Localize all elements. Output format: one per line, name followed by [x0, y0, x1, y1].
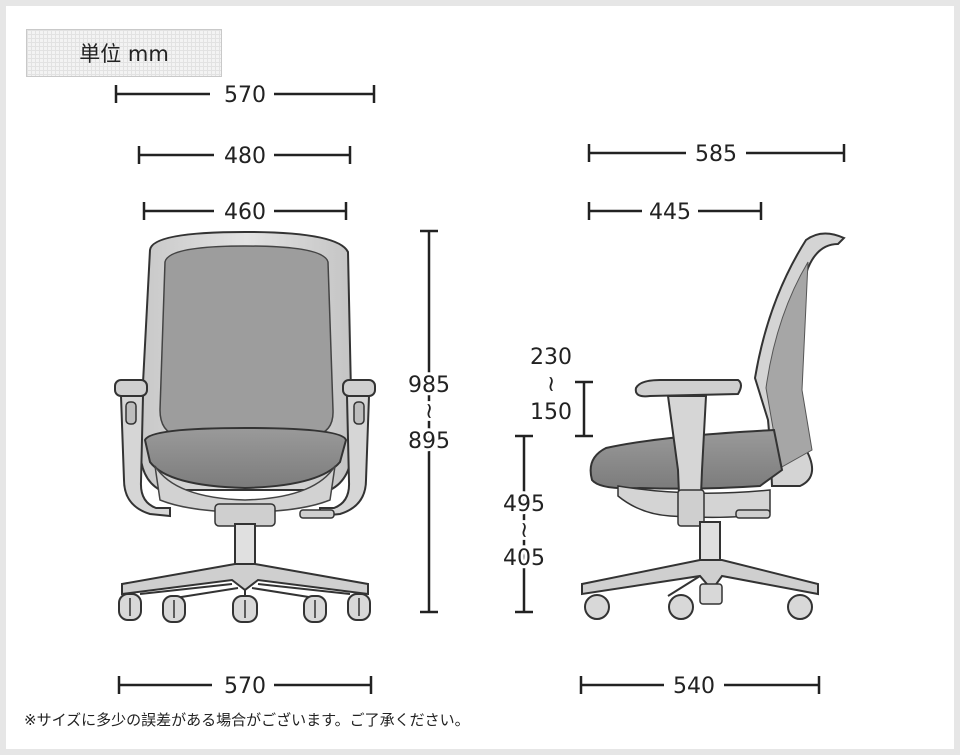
front-base: [121, 563, 369, 596]
dim-side-seat-height-sep: ~: [511, 521, 536, 539]
front-right-armrest-pad: [342, 379, 376, 397]
front-left-arm-knob: [125, 401, 137, 425]
side-casters: [584, 594, 813, 620]
dim-side-seat-depth: 445: [649, 200, 691, 225]
front-lever: [299, 509, 335, 519]
dim-side-arm-height-sep: ~: [538, 375, 563, 393]
dim-front-seat-width: 460: [224, 200, 266, 225]
front-seat-under: [154, 465, 336, 513]
side-base-hub: [699, 583, 723, 605]
unit-label: 単位 mm: [26, 29, 222, 77]
dim-side-seat-height-min: 405: [503, 546, 545, 571]
dim-front-top-width: 570: [224, 83, 266, 108]
side-armrest-pad: [634, 379, 742, 398]
dim-side-depth: 585: [695, 142, 737, 167]
front-right-arm-knob: [353, 401, 365, 425]
dim-front-arm-width: 480: [224, 144, 266, 169]
footnote: ※サイズに多少の誤差がある場合がございます。ご了承ください。: [24, 711, 470, 729]
front-view-chair: [114, 230, 376, 623]
front-seat: [143, 426, 348, 490]
dimension-lines: [114, 85, 846, 694]
front-caster-hubs: [129, 598, 360, 618]
side-view-chair: [581, 232, 846, 620]
dim-front-height-min: 895: [408, 429, 450, 454]
front-base-spokes: [139, 583, 351, 599]
dim-side-seat-height-max: 495: [503, 492, 545, 517]
side-lever: [735, 509, 771, 519]
side-back-mesh: [765, 261, 813, 469]
dim-side-arm-height-min: 150: [530, 400, 572, 425]
front-back-mesh: [159, 245, 334, 437]
side-base: [581, 559, 819, 596]
dim-side-base-depth: 540: [673, 674, 715, 699]
dim-front-height-sep: ~: [416, 402, 441, 420]
dim-front-height-max: 985: [408, 373, 450, 398]
front-left-armrest-pad: [114, 379, 148, 397]
unit-label-text: 単位 mm: [79, 42, 169, 66]
side-mechanism: [677, 489, 705, 527]
front-left-arm-post: [119, 395, 171, 518]
dim-side-arm-height-max: 230: [530, 345, 572, 370]
dim-front-base-width: 570: [224, 674, 266, 699]
front-mechanism: [214, 503, 276, 527]
